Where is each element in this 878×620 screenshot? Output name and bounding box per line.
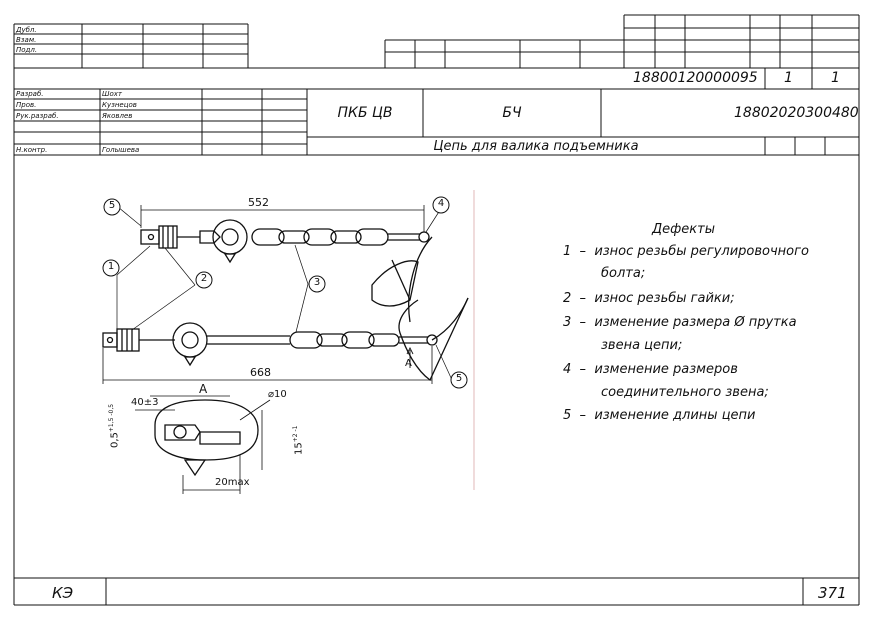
dim-552: 552 <box>248 196 269 209</box>
callout-1: 1 <box>107 261 115 272</box>
doc-number: 18800120000095 <box>633 70 758 86</box>
callout-5-bottom: 5 <box>455 373 463 384</box>
footer-left-code: КЭ <box>52 584 74 602</box>
role-rukrazrab: Рук.разраб. <box>16 112 59 120</box>
stamp-row-dubl: Дубл. <box>16 26 37 34</box>
callout-5-top: 5 <box>108 200 116 211</box>
defect-3: 3 – изменение размера Ø прутка <box>563 315 797 330</box>
callout-2: 2 <box>200 273 208 284</box>
defect-5: 5 – изменение длины цепи <box>563 408 756 423</box>
arrow-a-label: A <box>405 358 412 369</box>
name-nkontr: Голышева <box>102 146 140 154</box>
name-razrab: Шохт <box>102 90 122 98</box>
defect-3-cont: звена цепи; <box>601 338 683 353</box>
role-prov: Пров. <box>16 101 37 109</box>
dim-05: 0,5+1,5 -0,5 <box>108 403 121 448</box>
defect-4: 4 – изменение размеров <box>563 362 738 377</box>
lower-chain <box>102 322 438 367</box>
name-rukrazrab: Яковлев <box>102 112 133 120</box>
sheets-total: 1 <box>831 70 840 86</box>
dim-668: 668 <box>250 366 271 379</box>
role-razrab: Разраб. <box>16 90 44 98</box>
upper-chain <box>140 219 430 264</box>
stamp-row-vzam: Взам. <box>16 36 37 44</box>
hook-shape <box>371 236 469 381</box>
defect-4-cont: соединительного звена; <box>601 385 769 400</box>
role-nkontr: Н.контр. <box>16 146 48 154</box>
defects-title: Дефекты <box>652 222 715 237</box>
defect-1: 1 – износ резьбы регулировочного <box>563 244 809 259</box>
callout-3: 3 <box>313 277 321 288</box>
dim-40: 40±3 <box>131 397 159 408</box>
dim-d10: ⌀10 <box>268 389 287 400</box>
view-a-label: A <box>199 382 208 396</box>
section-view-a <box>135 395 271 494</box>
dim-20max: 20max <box>215 477 250 488</box>
sheet-number: 1 <box>784 70 793 86</box>
name-prov: Кузнецов <box>102 101 137 109</box>
stamp-row-podl: Подл. <box>16 46 38 54</box>
dim-15: 15+2 -1 <box>292 425 305 455</box>
product-code: БЧ <box>502 105 522 121</box>
organization: ПКБ ЦВ <box>337 105 393 121</box>
callout-4: 4 <box>437 198 445 209</box>
defect-2: 2 – износ резьбы гайки; <box>563 291 735 306</box>
defect-1-cont: болта; <box>601 266 646 281</box>
designation: 18802020300480 <box>734 105 859 121</box>
document-title: Цепь для валика подъемника <box>433 139 639 154</box>
page-number: 371 <box>818 584 847 602</box>
